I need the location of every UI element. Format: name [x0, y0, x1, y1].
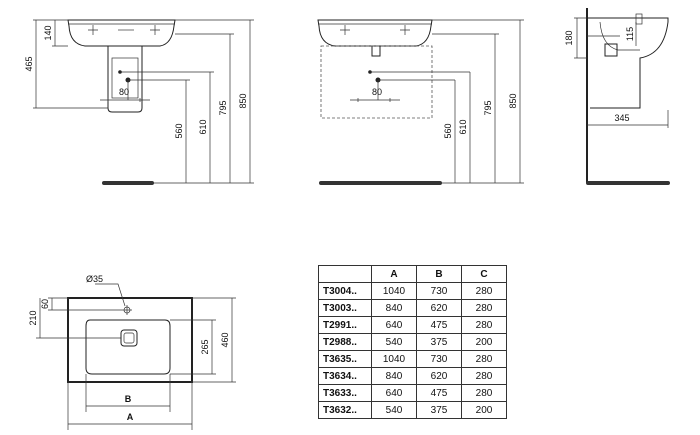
product-code: T3635.. [318, 350, 372, 368]
front-view-pedestal: 80 140 465 560 610 795 850 [24, 19, 254, 185]
table-row: T3004.. 1040 730 280 [318, 282, 507, 300]
top-view: Ø35 60 210 265 460 B A [28, 274, 236, 430]
basin-side-outline [587, 17, 669, 109]
dim-80-wall: 80 [372, 87, 382, 97]
dim-A: A [127, 412, 134, 422]
value-a: 540 [371, 333, 417, 351]
product-code: T3632.. [318, 401, 372, 419]
side-view: 180 115 345 [564, 8, 670, 185]
dim-610-wall: 610 [458, 119, 468, 134]
dim-80-front: 80 [119, 87, 129, 97]
value-b: 375 [416, 401, 462, 419]
table-row: T3633.. 640 475 280 [318, 384, 507, 402]
value-c: 280 [461, 299, 507, 317]
dim-560-wall: 560 [443, 123, 453, 138]
value-a: 840 [371, 367, 417, 385]
table-row: T3634.. 840 620 280 [318, 367, 507, 385]
value-c: 280 [461, 350, 507, 368]
value-c: 280 [461, 367, 507, 385]
basin-top-outline [67, 297, 193, 383]
value-c: 200 [461, 333, 507, 351]
value-a: 540 [371, 401, 417, 419]
value-b: 730 [416, 282, 462, 300]
value-a: 640 [371, 316, 417, 334]
dim-850-wall: 850 [508, 93, 518, 108]
table-row: T2988.. 540 375 200 [318, 333, 507, 351]
dim-115: 115 [625, 27, 635, 41]
value-b: 475 [416, 316, 462, 334]
table-row: T3635.. 1040 730 280 [318, 350, 507, 368]
value-c: 200 [461, 401, 507, 419]
basin-outline [67, 19, 176, 47]
table-header-c: C [461, 265, 507, 283]
bowl-outline [85, 319, 171, 375]
dim-795-wall: 795 [483, 100, 493, 115]
dim-210: 210 [28, 310, 38, 325]
front-view-wall: 80 560 610 795 850 [317, 19, 524, 185]
pedestal-outline [107, 46, 143, 113]
value-b: 620 [416, 299, 462, 317]
table-header-blank [318, 265, 372, 283]
value-a: 1040 [371, 350, 417, 368]
dim-560: 560 [174, 123, 184, 138]
dim-850: 850 [238, 93, 248, 108]
product-code: T3634.. [318, 367, 372, 385]
product-code: T3633.. [318, 384, 372, 402]
value-a: 640 [371, 384, 417, 402]
table-row: T2991.. 640 475 280 [318, 316, 507, 334]
dim-B: B [125, 394, 132, 404]
value-c: 280 [461, 316, 507, 334]
value-a: 1040 [371, 282, 417, 300]
table-header-a: A [371, 265, 417, 283]
dim-265: 265 [200, 339, 210, 354]
value-c: 280 [461, 282, 507, 300]
vanity-outline [320, 45, 433, 119]
value-b: 375 [416, 333, 462, 351]
dim-795: 795 [218, 100, 228, 115]
dim-140: 140 [43, 25, 53, 40]
product-code: T2991.. [318, 316, 372, 334]
dim-180: 180 [564, 30, 574, 45]
table-header-row: A B C [318, 265, 507, 283]
dim-345: 345 [614, 113, 629, 123]
product-code: T3004.. [318, 282, 372, 300]
value-c: 280 [461, 384, 507, 402]
table-header-b: B [416, 265, 462, 283]
table-row: T3632.. 540 375 200 [318, 401, 507, 419]
value-b: 730 [416, 350, 462, 368]
dim-60: 60 [40, 299, 50, 309]
product-code: T3003.. [318, 299, 372, 317]
dim-465: 465 [24, 56, 34, 71]
dim-610: 610 [198, 119, 208, 134]
product-code: T2988.. [318, 333, 372, 351]
dim-tap-diameter: Ø35 [86, 274, 103, 284]
dimension-table: A B C T3004.. 1040 730 280 T3003.. 840 6… [318, 265, 507, 419]
table-row: T3003.. 840 620 280 [318, 299, 507, 317]
dim-460: 460 [220, 332, 230, 347]
value-b: 475 [416, 384, 462, 402]
value-a: 840 [371, 299, 417, 317]
value-b: 620 [416, 367, 462, 385]
